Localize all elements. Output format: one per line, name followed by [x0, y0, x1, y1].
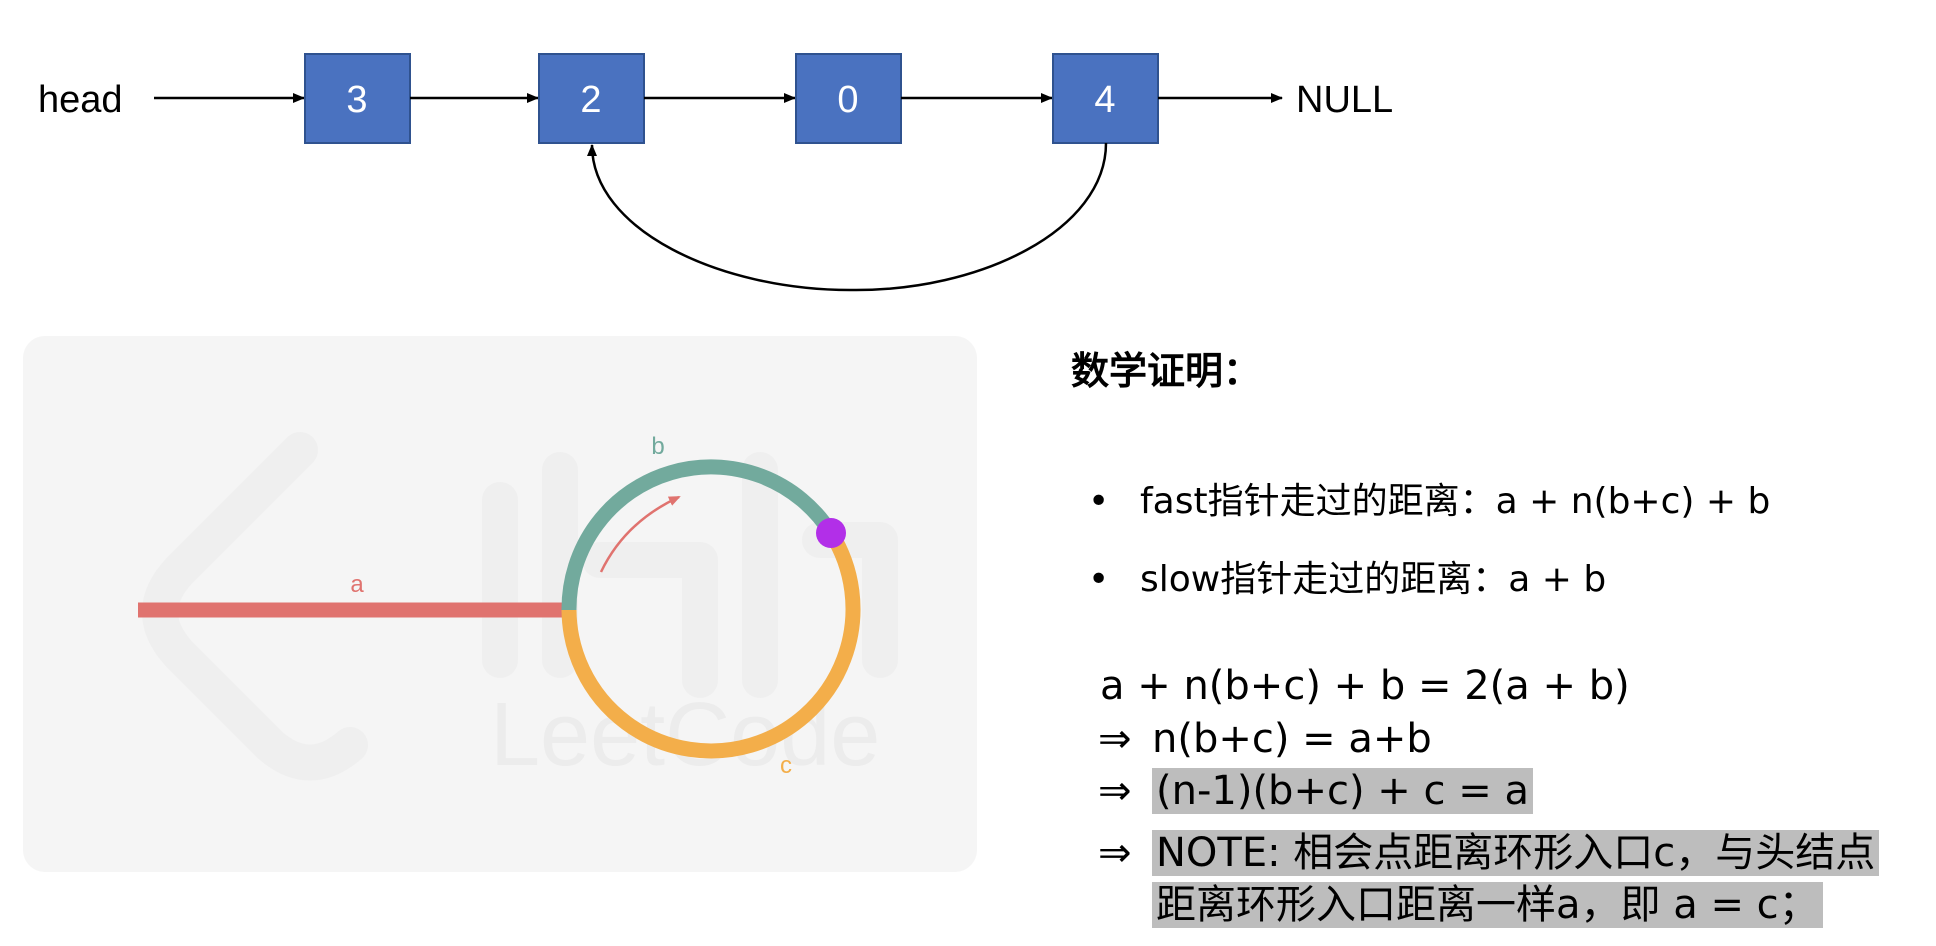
bullet-dot: •: [1088, 481, 1110, 522]
null-label: NULL: [1296, 79, 1393, 121]
implies-symbol: ⇒: [1098, 768, 1132, 814]
arc-b: [561, 459, 838, 611]
bullet-fast-text: fast指针走过的距离：a + n(b+c) + b: [1140, 481, 1771, 522]
equation-3: (n-1)(b+c) + c = a: [1152, 768, 1533, 814]
leetcode-watermark-icon: [142, 432, 898, 781]
implies-symbol: ⇒: [1098, 716, 1132, 762]
bullet-slow-text: slow指针走过的距离：a + b: [1140, 559, 1607, 600]
bullet-dot: •: [1088, 559, 1110, 600]
node-box-2: [538, 53, 645, 144]
note-row-2: 距离环形入口距离一样a，即 a = c；: [1152, 872, 1823, 930]
node-value-4: 4: [1094, 79, 1115, 121]
node-box-4: [1052, 53, 1159, 144]
note-line-2: 距离环形入口距离一样a，即 a = c；: [1152, 882, 1823, 928]
direction-arrow: [599, 495, 681, 573]
node-box-3: [304, 53, 411, 144]
label-b: b: [651, 433, 664, 460]
meeting-point: [816, 518, 846, 548]
note-row-1: ⇒ NOTE: 相会点距离环形入口c，与头结点: [1098, 820, 1880, 878]
label-c: c: [780, 752, 792, 779]
bullet-fast: • fast指针走过的距离：a + n(b+c) + b: [1088, 472, 1770, 524]
bullet-slow: • slow指针走过的距离：a + b: [1088, 550, 1606, 602]
equation-2: n(b+c) = a+b: [1152, 716, 1432, 762]
proof-title: 数学证明：: [1071, 349, 1262, 393]
equation-3-row: ⇒ (n-1)(b+c) + c = a: [1098, 768, 1533, 814]
equation-1: a + n(b+c) + b = 2(a + b): [1100, 663, 1630, 709]
label-a: a: [350, 571, 364, 598]
node-value-0: 0: [837, 79, 858, 121]
note-line-1: NOTE: 相会点距离环形入口c，与头结点: [1152, 830, 1880, 876]
cycle-back-arrow: [587, 142, 1108, 292]
equation-2-row: ⇒ n(b+c) = a+b: [1098, 716, 1432, 762]
node-value-3: 3: [346, 79, 367, 121]
implies-symbol: ⇒: [1098, 830, 1132, 876]
arc-c: [561, 529, 861, 759]
node-value-2: 2: [580, 79, 601, 121]
head-label: head: [38, 79, 123, 121]
